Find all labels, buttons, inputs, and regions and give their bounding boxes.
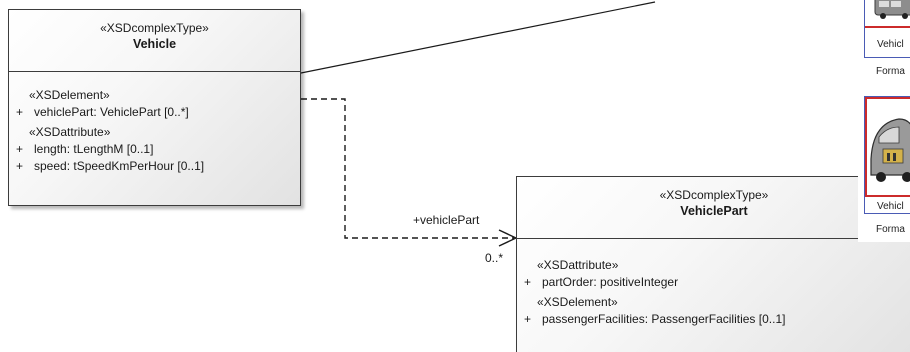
compartment-stereotype: «XSDelement» xyxy=(29,88,110,102)
thumbnail-vehicle-image-2[interactable]: Vehicl Forma xyxy=(858,96,910,242)
thumbnail-vehicle-image-1[interactable]: Vehicl Forma xyxy=(858,0,910,80)
thumbnail-frame: Vehicl xyxy=(864,96,910,214)
member-passengerfacilities[interactable]: + passengerFacilities: PassengerFaciliti… xyxy=(517,311,910,328)
thumbnail-caption: Vehicl xyxy=(877,39,904,50)
visibility-marker: + xyxy=(524,312,532,326)
class-vehicle-stereotype: «XSDcomplexType» xyxy=(100,21,209,35)
visibility-marker: + xyxy=(16,159,24,173)
association-line-outbound[interactable] xyxy=(300,1,656,74)
member-vehiclepart[interactable]: + vehiclePart: VehiclePart [0..*] xyxy=(9,104,300,121)
class-vehiclepart-body: «XSDattribute» + partOrder: positiveInte… xyxy=(517,239,910,328)
compartment-stereotype: «XSDattribute» xyxy=(537,258,619,272)
class-vehicle-header: «XSDcomplexType» Vehicle xyxy=(9,10,300,72)
thumbnail-image-border xyxy=(865,97,910,197)
class-vehicle[interactable]: «XSDcomplexType» Vehicle «XSDelement» + … xyxy=(8,9,301,206)
bus-icon xyxy=(865,0,910,28)
thumbnail-format-label: Forma xyxy=(876,66,905,77)
compartment-stereotype: «XSDattribute» xyxy=(29,125,111,139)
member-length[interactable]: + length: tLengthM [0..1] xyxy=(9,141,300,158)
member-text: speed: tSpeedKmPerHour [0..1] xyxy=(34,159,205,173)
thumbnail-caption: Vehicl xyxy=(877,201,904,212)
class-vehiclepart-stereotype: «XSDcomplexType» xyxy=(659,188,769,202)
association-role-label: +vehiclePart xyxy=(413,213,480,227)
class-vehiclepart[interactable]: «XSDcomplexType» VehiclePart «XSDattribu… xyxy=(516,176,910,352)
thumbnail-format-label: Forma xyxy=(876,224,905,235)
class-vehicle-name: Vehicle xyxy=(132,37,177,51)
member-partorder[interactable]: + partOrder: positiveInteger xyxy=(517,274,910,291)
association-line-vehiclepart[interactable] xyxy=(301,98,514,239)
visibility-marker: + xyxy=(16,142,24,156)
member-speed[interactable]: + speed: tSpeedKmPerHour [0..1] xyxy=(9,158,300,175)
thumbnail-frame: Vehicl xyxy=(864,0,910,58)
class-vehiclepart-header: «XSDcomplexType» VehiclePart xyxy=(517,177,910,239)
member-text: vehiclePart: VehiclePart [0..*] xyxy=(34,105,189,119)
class-vehiclepart-name: VehiclePart xyxy=(680,204,748,218)
member-text: passengerFacilities: PassengerFacilities… xyxy=(542,312,786,326)
member-text: partOrder: positiveInteger xyxy=(542,275,679,289)
compartment-stereotype: «XSDelement» xyxy=(537,295,618,309)
bus-front-icon xyxy=(870,118,910,182)
member-text: length: tLengthM [0..1] xyxy=(34,142,154,156)
visibility-marker: + xyxy=(16,105,24,119)
visibility-marker: + xyxy=(524,275,532,289)
class-vehicle-body: «XSDelement» + vehiclePart: VehiclePart … xyxy=(9,72,300,175)
association-multiplicity: 0..* xyxy=(485,251,504,265)
